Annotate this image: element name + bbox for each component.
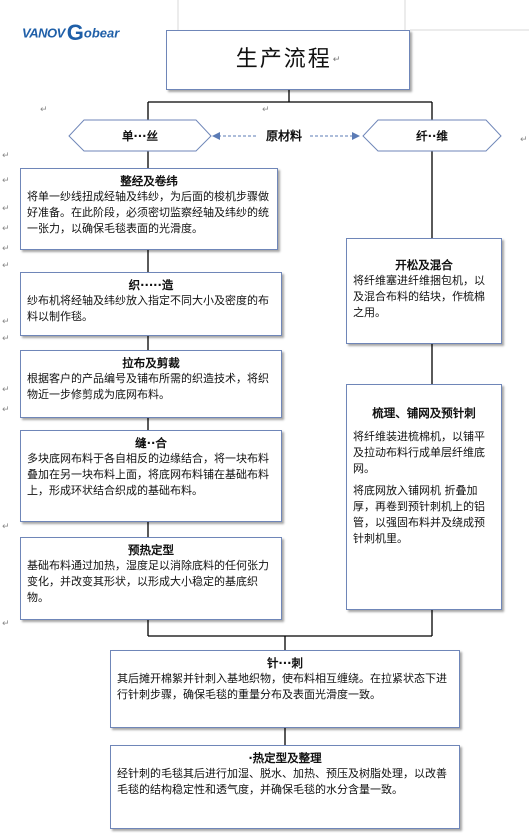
hex-single: [68, 119, 212, 152]
margin-mark: ↵: [2, 224, 10, 234]
step-title: 拉布及剪裁: [122, 356, 180, 370]
margin-mark: ↵: [2, 261, 10, 271]
step-body: 多块底网布料于各自相反的边缘结合，将一块布料叠加在另一块布料上面，将底网布料铺在…: [27, 452, 269, 497]
margin-mark: ↵: [2, 244, 10, 254]
single-filament-label: 单···丝: [121, 129, 159, 143]
step-opening-mixing: 开松及混合 将纤维塞进纤维捆包机，以及混合布料的结块，作梳棉之用。: [346, 238, 502, 344]
step-weaving: 织·····造 纱布机将经轴及纬纱放入指定不同大小及密度的布料以制作毯。: [20, 272, 282, 336]
step-seaming: 缝··合 多块底网布料于各自相反的边缘结合，将一块布料叠加在另一块布料上面，将底…: [20, 430, 282, 522]
step-title: 梳理、铺网及预针刺: [372, 406, 476, 420]
raw-material-label: 原材料: [258, 127, 310, 145]
margin-mark: ↵: [2, 405, 10, 415]
arrowhead-left: [212, 132, 220, 140]
step-cloth-cutting: 拉布及剪裁 根据客户的产品编号及铺布所需的织造技术，将织物近一步修剪成为底网布料…: [20, 350, 282, 418]
margin-mark: ↵: [2, 151, 10, 161]
page-title: 生产流程: [235, 47, 332, 72]
step-body: 其后摊开棉絮并针刺入基地织物，使布料相互缠绕。在拉紧状态下进行针刺步骤，确保毛毯…: [117, 672, 447, 701]
margin-mark: ↵: [2, 522, 10, 532]
step-body: 将单一纱线扭成经轴及纬纱，为后面的梭机步骤做好准备。在此阶段，必须密切监察经轴及…: [27, 190, 269, 235]
logo-left-text: VANOV: [22, 25, 65, 41]
step-title: 织·····造: [128, 278, 174, 292]
margin-mark: ↵: [262, 105, 270, 115]
step-carding-lapping: 梳理、铺网及预针刺 将纤维装进梳棉机，以铺平及拉动布料行成单层纤维底网。 将底网…: [346, 384, 502, 610]
step-warping-weft: 整经及卷纬 将单一纱线扭成经轴及纬纱，为后面的梭机步骤做好准备。在此阶段，必须密…: [20, 168, 278, 250]
step-heat-setting: 预热定型 基础布料通过加热，湿度足以消除底料的任何张力变化，并改变其形状，以形成…: [20, 537, 282, 620]
step-body: 基础布料通过加热，湿度足以消除底料的任何张力变化，并改变其形状，以形成大小稳定的…: [27, 559, 269, 604]
step-body: 纱布机将经轴及纬纱放入指定不同大小及密度的布料以制作毯。: [27, 294, 269, 323]
step-title: 针···刺: [266, 656, 304, 670]
step-body: 根据客户的产品编号及铺布所需的织造技术，将织物近一步修剪成为底网布料。: [27, 372, 269, 401]
step-title: 整经及卷纬: [120, 174, 178, 188]
margin-mark: ↵: [2, 619, 10, 629]
margin-mark: ↵: [40, 105, 48, 115]
step-title: ·热定型及整理: [248, 751, 322, 765]
step-title: 缝··合: [135, 436, 167, 450]
step-body-2: 将底网放入铺网机 折叠加厚，再卷到预针刺机上的铝管，以强固布料并及绕成预针刺机里…: [353, 484, 485, 545]
step-body: 将纤维装进梳棉机，以铺平及拉动布料行成单层纤维底网。: [353, 430, 485, 475]
step-title: 开松及混合: [395, 258, 453, 272]
step-body: 经针刺的毛毯其后进行加湿、脱水、加热、预压及树脂处理，以改善毛毯的结构稳定性和透…: [117, 767, 447, 796]
margin-mark: ↵: [2, 204, 10, 214]
step-finishing: ·热定型及整理 经针刺的毛毯其后进行加湿、脱水、加热、预压及树脂处理，以改善毛毯…: [110, 745, 460, 829]
hex-fiber: [362, 119, 502, 152]
logo: VANOVGobear: [22, 20, 120, 45]
step-title: 预热定型: [128, 543, 174, 557]
margin-mark: ↵: [520, 135, 528, 145]
margin-mark: ↵: [2, 176, 10, 186]
logo-right-text: obear: [83, 25, 120, 41]
title-box: 生产流程↵: [166, 30, 410, 90]
margin-mark: ↵: [2, 317, 10, 327]
step-body: 将纤维塞进纤维捆包机，以及混合布料的结块，作梳棉之用。: [353, 274, 485, 319]
fiber-label: 纤··维: [416, 129, 448, 143]
arrowhead-right: [352, 132, 360, 140]
margin-mark: ↵: [2, 334, 10, 344]
logo-g-mark: G: [66, 20, 84, 45]
step-needling: 针···刺 其后摊开棉絮并针刺入基地织物，使布料相互缠绕。在拉紧状态下进行针刺步…: [110, 650, 460, 728]
margin-mark: ↵: [2, 385, 10, 395]
